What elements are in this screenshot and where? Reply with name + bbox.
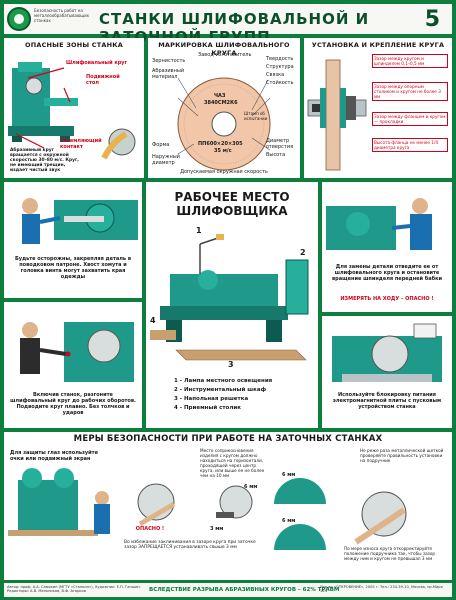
danger-zones-title: ОПАСНЫЕ ЗОНЫ СТАНКА: [24, 41, 124, 49]
sharpening-illustrations: [8, 468, 407, 550]
footer-authors: Автор: проф. А.А. Самохин (МГТУ «Станкин…: [7, 585, 141, 594]
left-panel-startup: Включив станок, разгоните шлифовальный к…: [4, 302, 142, 428]
sheet-number: 5: [424, 7, 440, 32]
workplace-callout-2: 2: [300, 248, 306, 257]
wheel-text-spec: 3840СМ2К6: [204, 100, 238, 106]
danger-zones-note: Абразивный круг вращается с окружной ско…: [10, 148, 79, 173]
marking-panel: МАРКИРОВКА ШЛИФОВАЛЬНОГО КРУГА Зернистос…: [148, 38, 300, 178]
safety-caption: Безопасность работ на металлообрабатываю…: [34, 8, 90, 23]
footer: Автор: проф. А.А. Самохин (МГТУ «Станкин…: [4, 583, 452, 597]
left-panel-chuck: Будьте осторожны, закрепляя деталь в пов…: [4, 182, 142, 298]
magnetic-plate-illustration: [332, 323, 442, 382]
workplace-legend-1: 1 - Лампа местного освещения: [174, 378, 273, 384]
footer-statistic: ВСЛЕДСТВИЕ РАЗРЫВА АБРАЗИВНЫХ КРУГОВ – 6…: [149, 587, 340, 593]
sharpening-col2-dim-3mm: 3 мм: [210, 526, 224, 532]
mounting-note-spindle-gap: Зазор между кругом и шпинделем 0,1–0,5 м…: [372, 54, 448, 68]
left-panel-startup-note: Включив станок, разгоните шлифовальный к…: [10, 392, 136, 416]
sharpening-col2-dim-6mm: 6 мм: [244, 484, 258, 490]
safety-logo-icon: [7, 7, 31, 31]
workplace-panel: РАБОЧЕЕ МЕСТО ШЛИФОВЩИКА 1 2 4 3 1 - Лам…: [146, 182, 318, 428]
workplace-legend-3: 3 - Напольная решетка: [174, 396, 249, 402]
sharpening-col3-dim-top: 6 мм: [282, 472, 296, 478]
worker-chuck-illustration: [22, 198, 138, 244]
grinding-wheel-diagram: [177, 77, 271, 171]
worker-measure-illustration: [326, 198, 432, 250]
mounting-panel: УСТАНОВКА И КРЕПЛЕНИЕ КРУГА Зазор между …: [304, 38, 452, 178]
sharpening-col4-note: Не реже раза металлической щеткой провер…: [360, 448, 444, 463]
wheel-text-size: ПП600×20×305: [198, 141, 243, 147]
wheel-mounting-diagram: [307, 59, 367, 171]
marking-label-structure: Структура: [266, 64, 294, 70]
marking-label-hardness: Твердость: [266, 56, 294, 62]
footer-publisher: Изд-во «ОТКРОВЕНИЕ», 2005 г. Тел.: 234-3…: [320, 585, 443, 594]
right-panel-measure-alert: ИЗМЕРЯТЬ НА ХОДУ – ОПАСНО !: [340, 296, 434, 302]
workplace-legend-4: 4 - Приемный столик: [174, 405, 241, 411]
left-panel-chuck-note: Будьте осторожны, закрепляя деталь в пов…: [15, 256, 131, 280]
right-panel-magnet: Используйте блокировку питания электрома…: [322, 316, 452, 428]
marking-label-form: Форма: [152, 142, 170, 148]
wheel-text-maker: ЧАЗ: [214, 93, 226, 99]
mounting-note-flange-height: Высота фланца не менее 1/4 диаметра круг…: [372, 138, 448, 152]
marking-label-abrasive: Абразивный материал: [152, 68, 185, 80]
right-panel-measure: Для замены детали отведите ее от шлифова…: [322, 182, 452, 312]
workplace-title-line2: ШЛИФОВЩИКА: [176, 204, 288, 218]
label-grinding-wheel: Шлифовальный круг: [66, 60, 128, 66]
marking-label-bond: Связка: [266, 72, 285, 78]
header: Безопасность работ на металлообрабатываю…: [4, 4, 452, 46]
workplace-title-line1: РАБОЧЕЕ МЕСТО: [174, 190, 290, 204]
wheel-text-speed: 35 м/с: [214, 148, 232, 154]
workplace-legend-2: 2 - Инструментальный шкаф: [174, 387, 267, 393]
sharpening-title: МЕРЫ БЕЗОПАСНОСТИ ПРИ РАБОТЕ НА ЗАТОЧНЫХ…: [73, 434, 383, 444]
sharpening-panel: МЕРЫ БЕЗОПАСНОСТИ ПРИ РАБОТЕ НА ЗАТОЧНЫХ…: [4, 432, 452, 580]
sharpening-col2-note: Место соприкосновения изделия с кругом д…: [200, 448, 265, 478]
workplace-callout-4: 4: [150, 316, 156, 325]
grinder-workplace-illustration: [150, 234, 309, 361]
label-moving-table: Подвижной стол: [86, 74, 120, 86]
marking-label-grit: Зернистость: [152, 58, 186, 64]
worker-startup-illustration: [20, 322, 134, 382]
workplace-callout-3: 3: [228, 360, 234, 369]
sharpening-col1-note: Для защиты глаз используйте очки или под…: [10, 450, 98, 462]
mounting-note-flange-gasket: Зазор между фланцем и кругом — прокладки: [372, 112, 448, 126]
marking-label-bore: Диаметр отверстия: [266, 138, 294, 150]
sharpening-col2-bottom: Во избежание заклинивания в зазоре круга…: [124, 540, 256, 551]
grinding-machine-illustration: [8, 62, 136, 160]
label-grounding-contact: Заземляющий контакт: [60, 138, 102, 150]
sharpening-col4-bottom: По мере износа круга откорректируйте пол…: [344, 546, 436, 561]
marking-label-durability: Стойкость: [266, 80, 294, 86]
marking-label-manufacturer: Завод-изготовитель: [198, 52, 252, 58]
marking-label-speed: Допускаемая окружная скорость: [180, 169, 268, 175]
marking-title: МАРКИРОВКА ШЛИФОВАЛЬНОГО КРУГА: [158, 41, 290, 57]
sharpening-col2-alert: ОПАСНО !: [135, 526, 165, 532]
marking-label-height: Высота: [266, 152, 286, 158]
mounting-note-rest-gap: Зазор между опорным столиком и кругом не…: [372, 82, 448, 101]
right-panel-measure-note: Для замены детали отведите ее от шлифова…: [331, 264, 443, 282]
mounting-title: УСТАНОВКА И КРЕПЛЕНИЕ КРУГА: [311, 41, 445, 49]
right-panel-magnet-note: Используйте блокировку питания электрома…: [332, 392, 442, 410]
marking-label-outer-diameter: Наружный диаметр: [152, 154, 180, 166]
workplace-callout-1: 1: [196, 226, 202, 235]
danger-zones-panel: ОПАСНЫЕ ЗОНЫ СТАНКА Шлифовальный круг По…: [4, 38, 144, 178]
wheel-text-stamp: Штамп об испытании: [244, 111, 268, 121]
sharpening-col3-dim-bottom: 6 мм: [282, 518, 296, 524]
